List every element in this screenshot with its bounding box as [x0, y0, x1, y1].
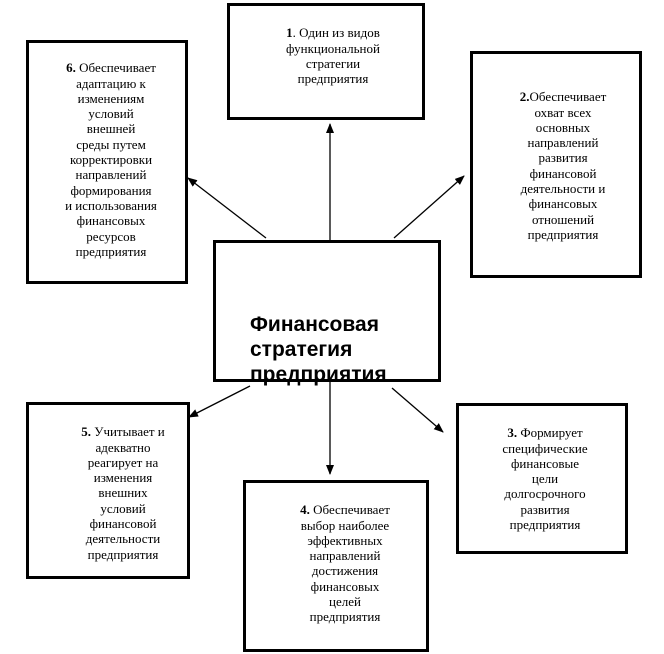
box-4-number: 4. — [300, 502, 310, 518]
box-4-text: 4. Обеспечивает выбор наиболее эффективн… — [272, 487, 418, 625]
box-6 — [26, 40, 188, 284]
box-3-text: 3. Формирует специфические финансовые це… — [470, 410, 620, 532]
box-4 — [243, 480, 429, 652]
arrow-to-box-3 — [391, 387, 444, 433]
box-5 — [26, 402, 190, 579]
box-2 — [470, 51, 642, 278]
arrow-to-box-2 — [393, 175, 465, 239]
box-4-label: Обеспечивает выбор наиболее эффективных … — [300, 502, 390, 625]
box-6-number: 6. — [66, 60, 76, 76]
box-1-text: 1. Один из видов функциональной стратеги… — [258, 10, 408, 86]
box-2-number: 2. — [519, 89, 530, 105]
box-2-label: Обеспечивает охват всех основных направл… — [520, 89, 607, 242]
box-6-text: 6. Обеспечивает адаптацию к изменениям у… — [40, 45, 182, 259]
box-6-label: Обеспечивает адаптацию к изменениям усло… — [65, 60, 157, 259]
box-3 — [456, 403, 628, 554]
box-1-number: 1 — [286, 25, 293, 41]
box-3-label: Формирует специфические финансовые цели … — [502, 425, 588, 533]
box-3-number: 3. — [507, 425, 518, 441]
box-5-number: 5. — [81, 424, 91, 440]
arrow-to-box-6 — [187, 177, 267, 239]
box-5-text: 5. Учитывает и адекватно реагирует на из… — [50, 409, 196, 562]
box-1 — [227, 3, 425, 120]
arrow-to-box-5 — [188, 385, 251, 418]
box-5-label: Учитывает и адекватно реагирует на измен… — [85, 424, 165, 562]
box-1-label: . Один из видов функциональной стратегии… — [286, 25, 380, 87]
box-2-text: 2.Обеспечивает охват всех основных напра… — [490, 74, 636, 242]
center-title: Финансовая стратегия предприятия — [250, 313, 387, 386]
center-box — [213, 240, 441, 382]
